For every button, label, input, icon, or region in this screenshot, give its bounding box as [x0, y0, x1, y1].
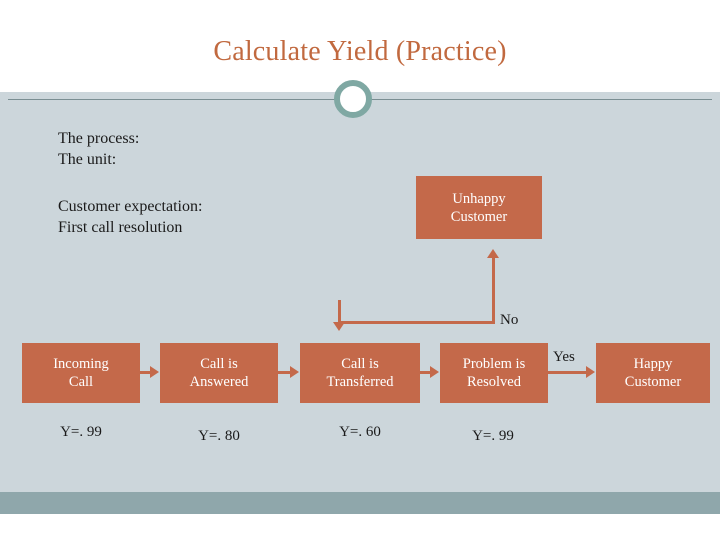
connector-incoming-to-answered-head-icon: [150, 366, 159, 378]
slide-body-background: [0, 92, 720, 492]
connector-transferred-to-resolved: [420, 371, 430, 374]
yield-problem-resolved: Y=. 99: [472, 428, 514, 444]
process-unit-text: The process: The unit:: [58, 130, 140, 168]
connector-no-branch-horizontal: [340, 321, 495, 324]
node-happy-customer[interactable]: Happy Customer: [596, 343, 710, 403]
node-call-answered[interactable]: Call is Answered: [160, 343, 278, 403]
connector-answered-to-transferred-head-icon: [290, 366, 299, 378]
connector-unhappy-return-vertical: [338, 300, 341, 323]
node-incoming-call[interactable]: Incoming Call: [22, 343, 140, 403]
connector-incoming-to-answered: [140, 371, 150, 374]
branch-label-no: No: [500, 312, 519, 328]
branch-label-yes: Yes: [553, 349, 575, 365]
yield-incoming-call: Y=. 99: [60, 424, 102, 440]
connector-unhappy-return-head-icon: [333, 322, 345, 331]
node-unhappy-customer[interactable]: Unhappy Customer: [416, 176, 542, 239]
node-problem-resolved[interactable]: Problem is Resolved: [440, 343, 548, 403]
connector-resolved-to-happy-head-icon: [586, 366, 595, 378]
yield-call-answered: Y=. 80: [198, 428, 240, 444]
ring-decoration-icon: [334, 80, 372, 118]
connector-answered-to-transferred: [278, 371, 290, 374]
slide-bottom-margin: [0, 514, 720, 540]
connector-transferred-to-resolved-head-icon: [430, 366, 439, 378]
slide-footer-band: [0, 492, 720, 514]
node-call-transferred[interactable]: Call is Transferred: [300, 343, 420, 403]
customer-expectation-text: Customer expectation: First call resolut…: [58, 198, 203, 236]
connector-no-branch-head-icon: [487, 249, 499, 258]
page-title: Calculate Yield (Practice): [213, 36, 507, 67]
connector-no-branch-vertical: [492, 258, 495, 324]
slide-header-background: [0, 0, 720, 92]
connector-resolved-to-happy: [548, 371, 586, 374]
yield-call-transferred: Y=. 60: [339, 424, 381, 440]
